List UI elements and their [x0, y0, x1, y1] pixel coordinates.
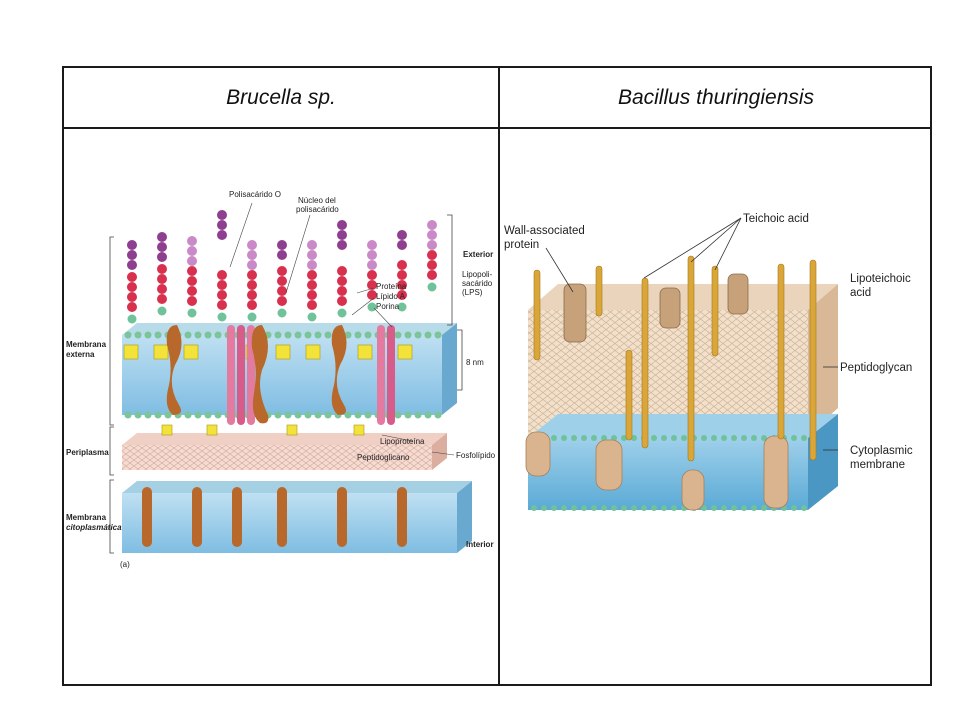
lps-core-yellow — [123, 344, 413, 360]
porins — [227, 325, 395, 425]
wall-proteins — [563, 273, 749, 343]
comparison-table: Brucella sp. Bacillus thuringiensis — [62, 66, 932, 686]
label-teichoic-acid: Teichoic acid — [743, 213, 809, 225]
peptidoglycan-layer — [122, 424, 447, 470]
label-interior: Interior — [466, 540, 494, 549]
region-brackets — [109, 214, 463, 554]
label-lps-2: sacárido — [462, 279, 493, 288]
transmembrane-proteins — [166, 325, 347, 424]
label-cytoplasmic-2: membrane — [850, 459, 905, 471]
header-brucella: Brucella sp. — [226, 85, 336, 109]
label-fosfolipido: Fosfolípido — [456, 451, 496, 460]
lps-chains — [127, 210, 437, 324]
label-periplasma: Periplasma — [66, 448, 109, 457]
label-porina: Porina — [376, 302, 400, 311]
label-exterior: Exterior — [463, 250, 493, 259]
label-cytoplasmic-1: Cytoplasmic — [850, 445, 913, 457]
label-polisacarido-o: Polisacárido O — [229, 190, 281, 199]
gram-negative-envelope-diagram: Polisacárido O Núcleo del polisacárido E… — [66, 190, 496, 569]
label-peptidoglicano: Peptidoglicano — [357, 453, 410, 462]
label-8nm: 8 nm — [466, 358, 484, 367]
label-wall-protein-1: Wall-associated — [504, 225, 585, 237]
label-lipoteichoic-1: Lipoteichoic — [850, 273, 911, 285]
cytoplasmic-membrane — [122, 481, 472, 553]
label-wall-protein-2: protein — [504, 239, 539, 251]
label-lps-3: (LPS) — [462, 288, 483, 297]
label-membrana-cito-1: Membrana — [66, 513, 107, 522]
header-bacillus: Bacillus thuringiensis — [617, 85, 815, 109]
label-membrana-cito-2: citoplasmática — [66, 523, 122, 532]
header-divider — [64, 127, 930, 129]
label-nucleo-2: polisacárido — [296, 205, 339, 214]
gram-positive-envelope-diagram: Wall-associated protein Teichoic acid Li… — [504, 213, 913, 511]
column-divider — [498, 68, 500, 684]
teichoic-acids — [533, 255, 817, 462]
label-panel-a: (a) — [120, 560, 130, 569]
label-lipido-a: Lípido A — [376, 292, 406, 301]
label-lps-1: Lipopoli- — [462, 270, 493, 279]
leader-lines-right — [545, 217, 838, 451]
label-nucleo: Núcleo del — [298, 196, 336, 205]
label-peptidoglycan: Peptidoglycan — [840, 362, 912, 374]
label-proteina: Proteína — [376, 282, 407, 291]
label-lipoproteina: Lipoproteína — [380, 437, 425, 446]
label-membrana-externa-1: Membrana — [66, 340, 107, 349]
membrane-proteins-right — [525, 431, 789, 511]
label-lipoteichoic-2: acid — [850, 287, 871, 299]
label-membrana-externa-2: externa — [66, 350, 95, 359]
leader-lines — [229, 202, 455, 456]
